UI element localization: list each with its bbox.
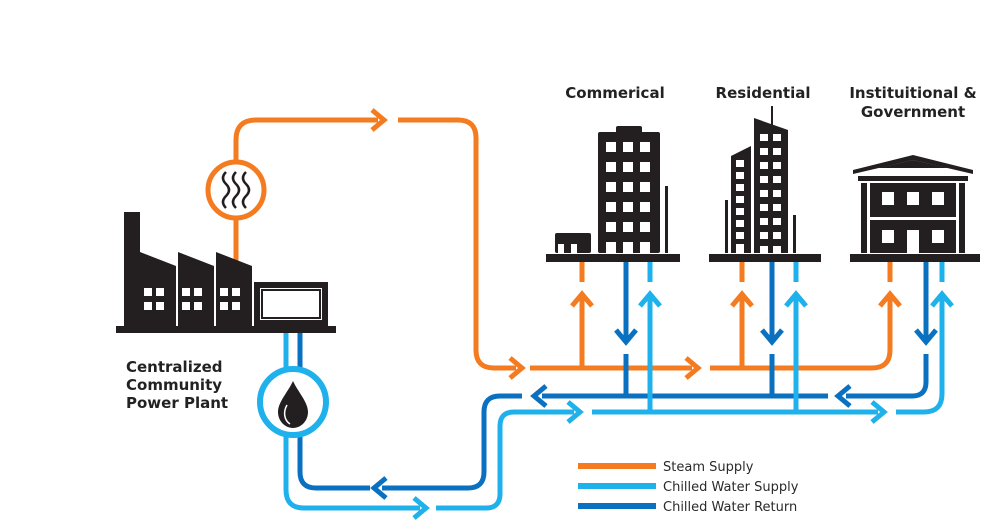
- supply-pipe-riser: [436, 409, 574, 511]
- return-arrow-commercial: [614, 328, 638, 346]
- steam-arrow-top: [370, 108, 388, 132]
- return-arrow-1: [530, 384, 548, 408]
- return-arrow-institutional: [914, 328, 938, 346]
- return-arrow-residential: [760, 328, 784, 346]
- legend: Steam Supply Chilled Water Supply Chille…: [578, 460, 799, 515]
- commercial-label: Commerical: [565, 84, 664, 102]
- supply-pipes: [283, 262, 954, 520]
- supply-arrow-2: [870, 400, 888, 424]
- return-arrow-bottom: [370, 476, 388, 500]
- return-pipe-riser: [382, 393, 522, 491]
- supply-pipe-end: [896, 298, 945, 415]
- supply-pipe-plant-bottom: [283, 432, 420, 511]
- steam-arrow-commercial: [570, 290, 594, 308]
- commercial-building: [546, 126, 680, 262]
- steam-arrow-institutional: [878, 290, 902, 308]
- plant-label-line-2: Community: [126, 376, 222, 394]
- steam-icon: [205, 159, 267, 221]
- supply-arrow-1: [566, 400, 584, 424]
- institutional-label-line-2: Government: [861, 103, 965, 121]
- residential-label: Residential: [716, 84, 811, 102]
- return-pipe-end: [846, 354, 929, 399]
- supply-arrow-institutional: [930, 290, 954, 308]
- steam-arrow-2: [684, 356, 702, 380]
- legend-label-return: Chilled Water Return: [663, 500, 797, 515]
- supply-arrow-bottom: [412, 496, 430, 520]
- steam-arrow-residential: [730, 290, 754, 308]
- steam-arrow-1: [508, 356, 526, 380]
- legend-label-supply: Chilled Water Supply: [663, 480, 799, 495]
- steam-pipes: [233, 108, 902, 380]
- water-drop-icon: [257, 366, 329, 438]
- residential-building: [709, 106, 821, 262]
- steam-pipe-main-down: [398, 117, 516, 371]
- power-plant-building: [116, 212, 336, 333]
- plant-label-line-3: Power Plant: [126, 394, 228, 412]
- return-pipes: [297, 262, 938, 500]
- steam-pipe-main-end: [710, 296, 893, 371]
- steam-pipe-top-a: [233, 117, 378, 162]
- return-arrow-2: [834, 384, 852, 408]
- supply-arrow-residential: [784, 290, 808, 308]
- institutional-label-line-1: Instituitional &: [849, 84, 976, 102]
- legend-label-steam: Steam Supply: [663, 460, 754, 475]
- plant-label-line-1: Centralized: [126, 358, 222, 376]
- return-pipe-plant-bottom: [297, 432, 370, 491]
- institutional-building: [850, 155, 980, 262]
- supply-arrow-commercial: [638, 290, 662, 308]
